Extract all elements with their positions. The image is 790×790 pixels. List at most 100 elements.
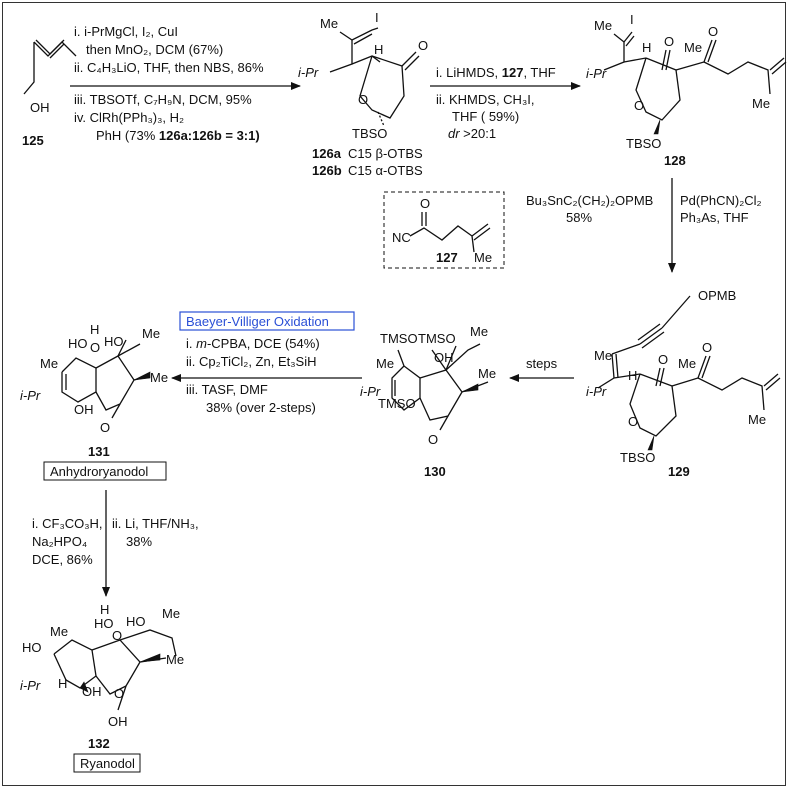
step3-left1: Bu₃SnC₂(CH₂)₂OPMB — [526, 193, 653, 208]
step6-line1: i. CF₃CO₃H, — [32, 516, 103, 531]
ho-label-131a: HO — [68, 336, 88, 351]
tmso-label-130b: TMSO — [418, 331, 456, 346]
compound-name-132: Ryanodol — [80, 756, 135, 771]
compound-label-126b: 126b — [312, 163, 342, 178]
bv-oxidation-box — [179, 311, 355, 331]
lactone-o-131: O — [100, 420, 110, 435]
ho-label-132c: HO — [22, 640, 42, 655]
ipr-label-128: i-Pr — [586, 66, 607, 81]
compound-131: HO H O HO Me Me Me i-Pr OH O 131 Anhydro… — [20, 322, 168, 481]
step5-line1: i. m-CPBA, DCE (54%) — [186, 336, 320, 351]
compound-129: OPMB Me i-Pr H O Me O Me O TBSO 129 — [586, 288, 781, 479]
compound-label-129: 129 — [668, 464, 690, 479]
me-label-127: Me — [474, 250, 492, 265]
step2-line3: THF ( 59%) — [452, 109, 519, 124]
compound-label-126a: 126a — [312, 146, 342, 161]
ring-o-label: O — [358, 92, 368, 107]
compound-name-box-132 — [73, 753, 141, 773]
ketone-o-label: O — [418, 38, 428, 53]
ketone-o-128: O — [664, 34, 674, 49]
me-label: Me — [320, 16, 338, 31]
ipr-label-130: i-Pr — [360, 384, 381, 399]
iodo-label: I — [375, 10, 379, 25]
step4-label: steps — [526, 356, 558, 371]
compound-132: H HO O HO Me Me HO Me i-Pr H OH O OH 132… — [20, 602, 184, 773]
me-label-130a: Me — [470, 324, 488, 339]
step1-line1: i. i-PrMgCl, I₂, CuI — [74, 24, 178, 39]
compound-label-125: 125 — [22, 133, 44, 148]
conditions-step-6: i. CF₃CO₃H, Na₂HPO₄ DCE, 86% ii. Li, THF… — [32, 516, 199, 567]
me-label-130b: Me — [376, 356, 394, 371]
step5-line4: 38% (over 2-steps) — [206, 400, 316, 415]
h-label-132a: H — [100, 602, 109, 617]
compound-label-127: 127 — [436, 250, 458, 265]
bv-oxidation-title: Baeyer-Villiger Oxidation — [186, 314, 329, 329]
tbso-label-126: TBSO — [352, 126, 387, 141]
me-label-128b: Me — [684, 40, 702, 55]
me-label-131b: Me — [40, 356, 58, 371]
o-label-131a: O — [90, 340, 100, 355]
o-label-132b: O — [114, 686, 124, 701]
compound-label-130: 130 — [424, 464, 446, 479]
step3-right1: Pd(PhCN)₂Cl₂ — [680, 193, 762, 208]
step1-line2: then MnO₂, DCM (67%) — [86, 42, 223, 57]
ho-label-132b: HO — [126, 614, 146, 629]
ring-o-129: O — [628, 414, 638, 429]
h-label-132b: H — [58, 676, 67, 691]
step3-left2: 58% — [566, 210, 592, 225]
h-label-131: H — [90, 322, 99, 337]
compound-label-128: 128 — [664, 153, 686, 168]
conditions-step-1: i. i-PrMgCl, I₂, CuI then MnO₂, DCM (67%… — [74, 24, 264, 143]
tmso-label-130a: TMSO — [380, 331, 418, 346]
h-label: H — [374, 42, 383, 57]
opmb-label: OPMB — [698, 288, 736, 303]
step6-right2: 38% — [126, 534, 152, 549]
lactone-o-130: O — [428, 432, 438, 447]
o-label-132a: O — [112, 628, 122, 643]
oh-label-132b: OH — [108, 714, 128, 729]
conditions-step-5: Baeyer-Villiger Oxidation i. m-CPBA, DCE… — [179, 311, 355, 415]
compound-name-131: Anhydroryanodol — [50, 464, 148, 479]
ipr-label-129: i-Pr — [586, 384, 607, 399]
ring-o-128: O — [634, 98, 644, 113]
step2-line2: ii. KHMDS, CH₃I, — [436, 92, 534, 107]
ketone-o-129: O — [658, 352, 668, 367]
compound-126: Me I i-Pr H O O TBSO 126a C15 β-OTBS 126… — [298, 10, 428, 178]
compound-125: OH 125 — [22, 39, 77, 148]
step6-right1: ii. Li, THF/NH₃, — [112, 516, 199, 531]
me-label-129c: Me — [748, 412, 766, 427]
compound-130: TMSO TMSO Me Me OH Me i-Pr TMSO O 130 — [360, 324, 496, 479]
ipr-label: i-Pr — [298, 65, 319, 80]
me-label-128a: Me — [594, 18, 612, 33]
me-label-130c: Me — [478, 366, 496, 381]
me-label-132b: Me — [50, 624, 68, 639]
ipr-label-132: i-Pr — [20, 678, 41, 693]
compound-note-126a: C15 β-OTBS — [348, 146, 423, 161]
o-label-127: O — [420, 196, 430, 211]
me-label-131c: Me — [150, 370, 168, 385]
me-label-131a: Me — [142, 326, 160, 341]
ho-label-132a: HO — [94, 616, 114, 631]
nc-label-127: NC — [392, 230, 411, 245]
step6-line3: DCE, 86% — [32, 552, 93, 567]
tbso-label-129: TBSO — [620, 450, 655, 465]
step1-line5: iv. ClRh(PPh₃)₃, H₂ — [74, 110, 184, 125]
tbso-label-128: TBSO — [626, 136, 661, 151]
compound-note-126b: C15 α-OTBS — [348, 163, 423, 178]
oh-label-131: OH — [74, 402, 94, 417]
side-ketone-o-128: O — [708, 24, 718, 39]
step6-line2: Na₂HPO₄ — [32, 534, 87, 549]
compound-label-132: 132 — [88, 736, 110, 751]
conditions-step-2: i. LiHMDS, 127, THF ii. KHMDS, CH₃I, THF… — [436, 65, 556, 141]
step1-line4: iii. TBSOTf, C₇H₉N, DCM, 95% — [74, 92, 252, 107]
ipr-label-131: i-Pr — [20, 388, 41, 403]
me-label-129a: Me — [594, 348, 612, 363]
ho-label-131b: HO — [104, 334, 124, 349]
step2-line4: dr >20:1 — [448, 126, 496, 141]
step3-right2: Ph₃As, THF — [680, 210, 749, 225]
reagent-127-box — [383, 191, 505, 269]
step1-line6: PhH (73% 126a:126b = 3:1) — [96, 128, 260, 143]
side-ketone-o-129: O — [702, 340, 712, 355]
